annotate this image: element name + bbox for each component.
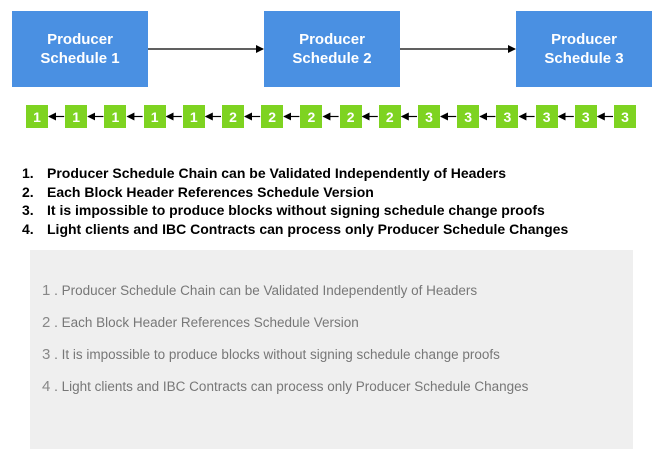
panel-point-1: 1 . Producer Schedule Chain can be Valid…: [42, 282, 478, 299]
block-1: 1: [26, 105, 48, 128]
block-16: 3: [614, 105, 636, 128]
schedule-2-line2: Schedule 2: [292, 50, 372, 67]
schedule-3-line1: Producer: [551, 31, 617, 48]
schedule-3-line2: Schedule 3: [544, 50, 624, 67]
panel-point-4: 4 . Light clients and IBC Contracts can …: [42, 378, 529, 395]
panel-point-2: 2 . Each Block Header References Schedul…: [42, 314, 359, 331]
schedule-1-line1: Producer: [47, 31, 113, 48]
block-7: 2: [261, 105, 284, 128]
block-6: 2: [222, 105, 244, 128]
block-3: 1: [104, 105, 127, 128]
panel-points-list: 1 . Producer Schedule Chain can be Valid…: [42, 281, 528, 409]
block-15: 3: [574, 105, 597, 128]
schedule-1-line2: Schedule 1: [40, 50, 120, 67]
panel-point-3: 3 . It is impossible to produce blocks w…: [42, 346, 500, 363]
block-2: 1: [65, 105, 88, 128]
bold-point-1: 1.Producer Schedule Chain can be Validat…: [22, 165, 507, 181]
bold-point-4: 4.Light clients and IBC Contracts can pr…: [22, 220, 569, 237]
block-4: 1: [143, 105, 166, 128]
block-14: 3: [535, 105, 558, 128]
diagram-arrows: [48, 45, 613, 121]
schedule-2-line1: Producer: [299, 31, 365, 48]
producer-schedule-3-box: Producer Schedule 3: [516, 11, 652, 87]
block-10: 2: [378, 105, 401, 128]
block-5: 1: [182, 105, 205, 128]
producer-schedule-1-box: Producer Schedule 1: [12, 11, 148, 87]
block-13: 3: [496, 105, 519, 128]
block-8: 2: [300, 105, 323, 128]
block-12: 3: [457, 105, 480, 128]
block-11: 3: [418, 105, 440, 128]
quote-panel: 1 . Producer Schedule Chain can be Valid…: [30, 250, 633, 449]
producer-schedule-2-box: Producer Schedule 2: [264, 11, 400, 87]
bold-point-2: 2.Each Block Header References Schedule …: [22, 183, 374, 200]
bold-point-3: 3.It is impossible to produce blocks wit…: [22, 202, 545, 218]
bold-points-list: 1.Producer Schedule Chain can be Validat…: [22, 164, 568, 238]
block-9: 2: [339, 105, 362, 128]
